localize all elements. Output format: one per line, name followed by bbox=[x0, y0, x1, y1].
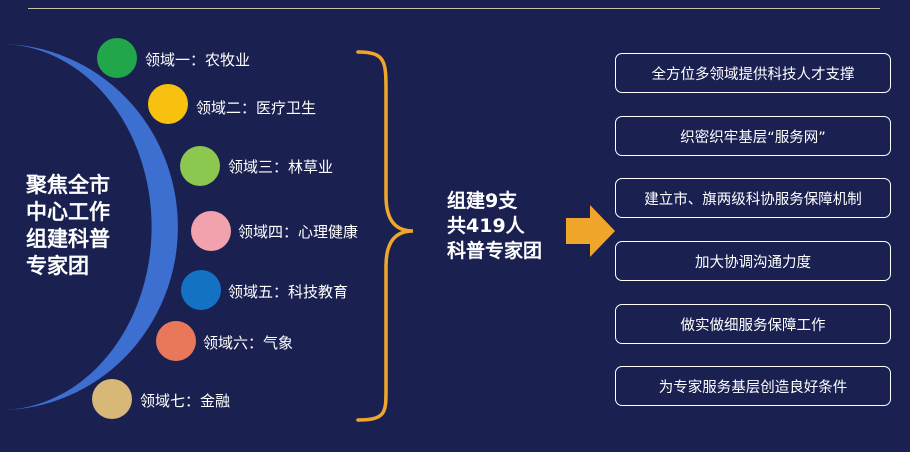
focus-title: 聚焦全市 中心工作 组建科普 专家团 bbox=[26, 173, 110, 278]
domain-label-2: 领域二：医疗卫生 bbox=[196, 99, 317, 117]
domain-label-6: 领域六：气象 bbox=[203, 334, 294, 352]
domain-dots bbox=[92, 38, 231, 419]
domain-label-1: 领域一：农牧业 bbox=[145, 51, 251, 69]
right-arrow bbox=[566, 205, 615, 257]
domain-dot-1 bbox=[97, 38, 137, 78]
summary-text: 组建9支 共419人 科普专家团 bbox=[447, 190, 543, 262]
action-box-3: 建立市、旗两级科协服务保障机制 bbox=[615, 178, 891, 218]
action-text-4: 加大协调沟通力度 bbox=[695, 254, 811, 271]
domain-label-5: 领域五：科技教育 bbox=[228, 283, 349, 301]
action-box-5: 做实做细服务保障工作 bbox=[615, 304, 891, 344]
action-text-5: 做实做细服务保障工作 bbox=[680, 317, 826, 334]
action-box-4: 加大协调沟通力度 bbox=[615, 241, 891, 281]
top-divider bbox=[28, 8, 880, 9]
action-box-2: 织密织牢基层“服务网” bbox=[615, 116, 891, 156]
curly-brace bbox=[356, 50, 414, 422]
action-text-2: 织密织牢基层“服务网” bbox=[680, 129, 826, 146]
crescent-arc bbox=[0, 44, 178, 410]
domain-dot-3 bbox=[180, 146, 220, 186]
domain-dot-2 bbox=[148, 84, 188, 124]
domain-label-3: 领域三：林草业 bbox=[228, 158, 334, 176]
domain-dot-6 bbox=[156, 321, 196, 361]
domain-dot-4 bbox=[191, 211, 231, 251]
domain-label-7: 领域七：金融 bbox=[140, 392, 231, 410]
action-box-1: 全方位多领域提供科技人才支撑 bbox=[615, 53, 891, 93]
action-box-6: 为专家服务基层创造良好条件 bbox=[615, 366, 891, 406]
domain-label-4: 领域四：心理健康 bbox=[238, 223, 359, 241]
action-text-6: 为专家服务基层创造良好条件 bbox=[658, 379, 848, 396]
action-text-1: 全方位多领域提供科技人才支撑 bbox=[651, 66, 855, 83]
domain-dot-7 bbox=[92, 379, 132, 419]
domain-dot-5 bbox=[181, 270, 221, 310]
action-text-3: 建立市、旗两级科协服务保障机制 bbox=[644, 191, 862, 208]
